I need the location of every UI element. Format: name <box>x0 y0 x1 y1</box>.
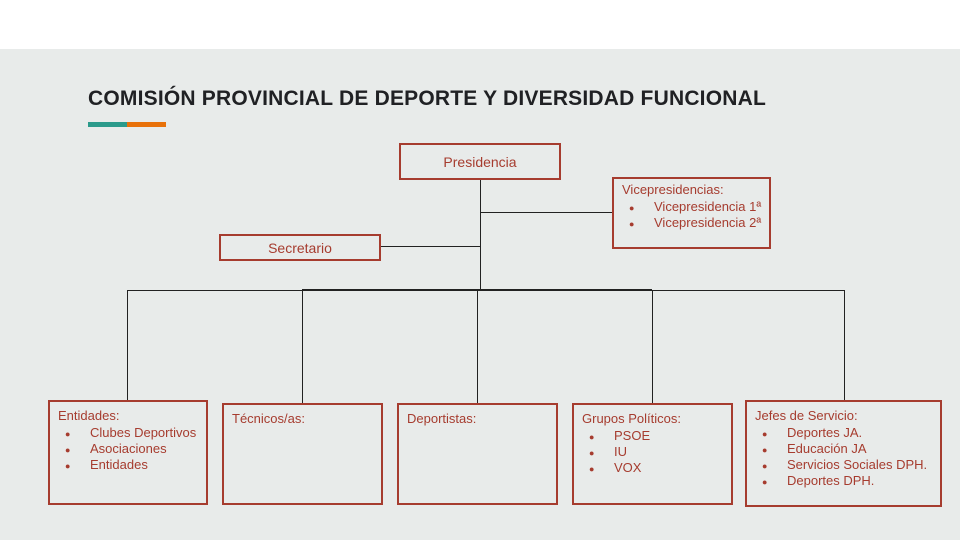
box-entidades: Entidades: Clubes DeportivosAsociaciones… <box>48 400 208 505</box>
connector-drop-entidades <box>127 290 128 400</box>
accent-bar-teal-segment <box>88 122 127 127</box>
bullet-item: Asociaciones <box>50 441 206 458</box>
bullet-item: Deportes DPH. <box>747 473 940 490</box>
box-entidades-header: Entidades: <box>58 408 120 423</box>
box-jefes-servicio-header: Jefes de Servicio: <box>755 408 858 423</box>
connector-drop-grupos-politicos <box>652 290 653 403</box>
box-grupos-politicos-header: Grupos Políticos: <box>582 411 681 426</box>
accent-bar-orange-segment <box>127 122 166 127</box>
connector-secretario-horizontal <box>381 246 480 247</box>
bullet-item: Vicepresidencia 2ª <box>614 215 769 232</box>
box-secretario-label: Secretario <box>268 239 332 256</box>
bullet-item: VOX <box>574 460 731 477</box>
bullet-item: Servicios Sociales DPH. <box>747 457 940 474</box>
bullet-item: PSOE <box>574 428 731 445</box>
box-grupos-politicos: Grupos Políticos: PSOEIUVOX <box>572 403 733 505</box>
box-vicepresidencias-header: Vicepresidencias: <box>622 182 724 197</box>
bullet-item: IU <box>574 444 731 461</box>
box-deportistas: Deportistas: <box>397 403 558 505</box>
connector-vicepresidencias-horizontal <box>480 212 612 213</box>
connector-bus-left <box>127 290 303 291</box>
box-vicepresidencias-list: Vicepresidencia 1ªVicepresidencia 2ª <box>614 199 769 232</box>
connector-drop-tecnicos <box>302 290 303 403</box>
box-grupos-politicos-list: PSOEIUVOX <box>574 428 731 477</box>
box-entidades-list: Clubes DeportivosAsociacionesEntidades <box>50 425 206 474</box>
bullet-item: Clubes Deportivos <box>50 425 206 442</box>
slide-title: COMISIÓN PROVINCIAL DE DEPORTE Y DIVERSI… <box>88 87 767 110</box>
bullet-item: Deportes JA. <box>747 425 940 442</box>
box-tecnicos: Técnicos/as: <box>222 403 383 505</box>
box-deportistas-header: Deportistas: <box>407 411 477 426</box>
bullet-item: Entidades <box>50 457 206 474</box>
box-vicepresidencias: Vicepresidencias: Vicepresidencia 1ªVice… <box>612 177 771 249</box>
bullet-item: Vicepresidencia 1ª <box>614 199 769 216</box>
connector-presidencia-vertical <box>480 180 481 290</box>
box-jefes-servicio: Jefes de Servicio: Deportes JA.Educación… <box>745 400 942 507</box>
box-tecnicos-header: Técnicos/as: <box>232 411 305 426</box>
box-presidencia: Presidencia <box>399 143 561 180</box>
box-secretario: Secretario <box>219 234 381 261</box>
box-presidencia-label: Presidencia <box>443 153 517 170</box>
bullet-item: Educación JA <box>747 441 940 458</box>
connector-drop-jefes-servicio <box>844 290 845 400</box>
connector-drop-deportistas <box>477 290 478 403</box>
accent-bar <box>88 122 166 127</box>
box-jefes-servicio-list: Deportes JA.Educación JAServicios Social… <box>747 425 940 490</box>
connector-bus-right <box>651 290 845 291</box>
